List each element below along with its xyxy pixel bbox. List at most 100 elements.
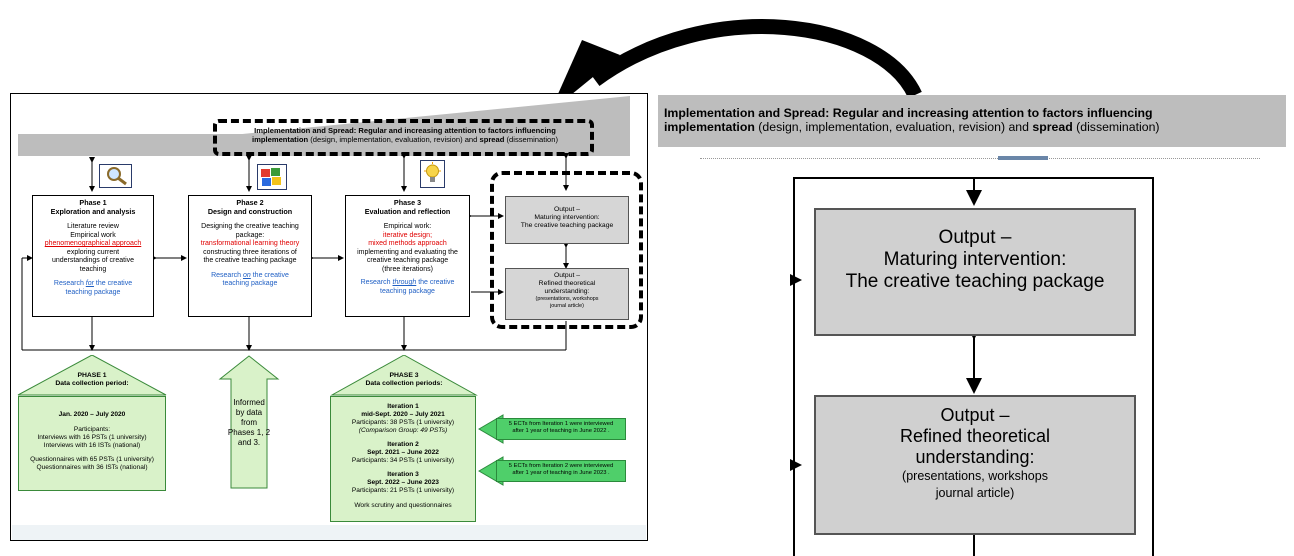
- puzzle-globe-icon: [257, 164, 287, 190]
- phase2-subtitle: Design and construction: [207, 206, 293, 216]
- phase2-method: transformational learning theory: [200, 240, 300, 247]
- informed-line: Informed: [233, 398, 265, 407]
- ect1-line: 5 ECTs from Iteration 1 were interviewed: [508, 421, 614, 427]
- phase3-method: iterative design;: [382, 231, 433, 239]
- ect1-box: 5 ECTs from Iteration 1 were interviewed…: [496, 418, 626, 440]
- phase3-box: Phase 3 Evaluation and reflection Empiri…: [345, 195, 470, 317]
- zoom-banner-implementation: implementation: [664, 120, 755, 134]
- phase1-research: Research for the creative: [53, 280, 133, 287]
- phase2-line: Designing the creative teaching: [201, 223, 299, 230]
- zoom-output2-l2: Refined theoretical: [899, 426, 1051, 446]
- zoom-output2-l4: (presentations, workshops: [902, 469, 1048, 483]
- phase1-period: Jan. 2020 – July 2020: [58, 411, 126, 418]
- phase3-up-arrow: [330, 355, 478, 396]
- phase1-line: exploring current: [66, 248, 120, 256]
- banner-end: (dissemination): [504, 135, 559, 144]
- phase2-line: package:: [235, 231, 265, 239]
- banner-mid: (design, implementation, evaluation, rev…: [308, 135, 480, 144]
- phase2-box: Phase 2 Design and construction Designin…: [188, 195, 312, 317]
- phase1-line: Empirical work: [70, 231, 116, 239]
- iteration1-comparison: (Comparison Group: 49 PSTs): [358, 427, 448, 434]
- figure-bottom-strip: [12, 525, 646, 540]
- phase1-participant-line: Interviews with 16 ISTs (national): [43, 442, 141, 449]
- informed-line: from: [241, 418, 257, 427]
- phase1-arrow-label-2: Data collection period:: [55, 380, 129, 387]
- iteration2-dates: Sept. 2021 – June 2022: [367, 449, 439, 456]
- phase1-method: phenomenographical approach: [44, 240, 142, 247]
- small-output-refined: Output – Refined theoretical understandi…: [505, 268, 629, 320]
- banner-spread: spread: [479, 135, 505, 144]
- phase1-participant-line: Interviews with 16 PSTs (1 university): [37, 434, 147, 441]
- phase1-participant-line: Questionnaires with 65 PSTs (1 universit…: [30, 456, 154, 463]
- phase3-research: Research through the creative: [360, 279, 455, 286]
- phase3-line: implementing and evaluating the: [357, 248, 458, 256]
- zoom-output-maturing: Output – Maturing intervention: The crea…: [814, 208, 1136, 336]
- phase1-research-2: teaching package: [65, 288, 121, 296]
- lightbulb-icon: [420, 160, 445, 188]
- zoom-divider-line: [700, 158, 1260, 159]
- banner-implementation: implementation: [251, 135, 309, 144]
- phase3-subtitle: Evaluation and reflection: [364, 206, 451, 216]
- ect1-line-2: after 1 year of teaching in June 2022 .: [512, 428, 610, 434]
- phase1-arrow-text: PHASE 1 Data collection period:: [40, 372, 144, 388]
- phase1-subtitle: Exploration and analysis: [50, 206, 136, 216]
- small-output1-l3: The creative teaching package: [520, 222, 614, 229]
- phase1-arrow-label: PHASE 1: [77, 372, 107, 379]
- ect2-box: 5 ECTs from Iteration 2 were interviewed…: [496, 460, 626, 482]
- phase1-participants: Participants:: [73, 426, 111, 433]
- phase3-line: creative teaching package: [366, 257, 449, 264]
- phase1-participant-line: Questionnaires with 36 ISTs (national): [36, 464, 148, 471]
- iteration1-participants: Participants: 38 PSTs (1 university): [351, 419, 455, 426]
- small-output1-l1: Output –: [553, 206, 581, 213]
- iteration3-dates: Sept. 2022 – June 2023: [367, 479, 439, 486]
- small-output2-l4: (presentations, workshops: [535, 296, 599, 302]
- phase1-data-box: Jan. 2020 – July 2020 Participants: Inte…: [18, 396, 166, 491]
- informed-line: by data: [235, 408, 263, 417]
- banner-text: Implementation and Spread: Regular and i…: [219, 126, 591, 144]
- informed-up-arrow: [218, 355, 280, 489]
- phase2-research-2: teaching package: [222, 280, 278, 287]
- iteration1-dates: mid-Sept. 2020 – July 2021: [361, 411, 445, 418]
- zoom-accent-tab: [998, 156, 1048, 160]
- zoom-banner-line1: Implementation and Spread: Regular and i…: [664, 106, 1153, 120]
- zoom-output1-l2: Maturing intervention:: [883, 249, 1067, 270]
- phase3-title: Phase 3: [393, 198, 422, 207]
- phase3-research-2: teaching package: [380, 287, 435, 295]
- iteration2-participants: Participants: 34 PSTs (1 university): [351, 457, 455, 464]
- phase3-method-2: mixed methods approach: [368, 240, 447, 247]
- zoom-banner-line2: implementation (design, implementation, …: [664, 120, 1286, 134]
- phase2-line: the creative teaching package: [203, 257, 297, 264]
- phase3-arrow-label: PHASE 3: [389, 372, 419, 379]
- iteration3-title: Iteration 3: [387, 471, 419, 478]
- small-output-maturing: Output – Maturing intervention: The crea…: [505, 196, 629, 244]
- phase1-up-arrow: [17, 355, 167, 396]
- small-output2-l5: journal article): [550, 302, 584, 309]
- informed-line: and 3.: [237, 438, 261, 447]
- zoom-output-refined: Output – Refined theoretical understandi…: [814, 395, 1136, 535]
- phase3-arrow-text: PHASE 3 Data collection periods:: [350, 372, 458, 388]
- small-output2-l2: Refined theoretical: [538, 280, 596, 287]
- phase1-title: Phase 1: [79, 198, 107, 207]
- phase3-arrow-label-2: Data collection periods:: [365, 380, 443, 387]
- phase2-line: constructing three iterations of: [203, 248, 297, 256]
- ect2-line: 5 ECTs from Iteration 2 were interviewed: [508, 463, 614, 469]
- zoom-banner-mid: (design, implementation, evaluation, rev…: [754, 120, 1033, 134]
- iteration2-title: Iteration 2: [387, 441, 419, 448]
- phase3-data-box: Iteration 1 mid-Sept. 2020 – July 2021 P…: [330, 396, 476, 522]
- phase1-line: Literature review: [67, 223, 119, 230]
- phase2-title: Phase 2: [236, 198, 264, 207]
- zoom-banner-end: (dissemination): [1072, 120, 1160, 134]
- informed-line: Phases 1, 2: [227, 428, 271, 437]
- phase3-line: Empirical work:: [383, 223, 432, 230]
- zoom-banner: [658, 95, 1286, 147]
- informed-text: Informed by data from Phases 1, 2 and 3.: [226, 398, 272, 448]
- phase2-research: Research on the creative: [211, 271, 289, 279]
- banner-line1: Implementation and Spread: Regular and i…: [254, 126, 556, 135]
- banner-wedge: [18, 96, 630, 156]
- magnifier-icon: [99, 164, 132, 188]
- zoom-banner-text: Implementation and Spread: Regular and i…: [664, 106, 1286, 134]
- iteration3-participants: Participants: 21 PSTs (1 university): [351, 487, 455, 494]
- zoom-output2-l1: Output –: [940, 405, 1010, 425]
- ect2-line-2: after 1 year of teaching in June 2023 .: [512, 470, 610, 476]
- phase1-line: understandings of creative: [51, 257, 135, 264]
